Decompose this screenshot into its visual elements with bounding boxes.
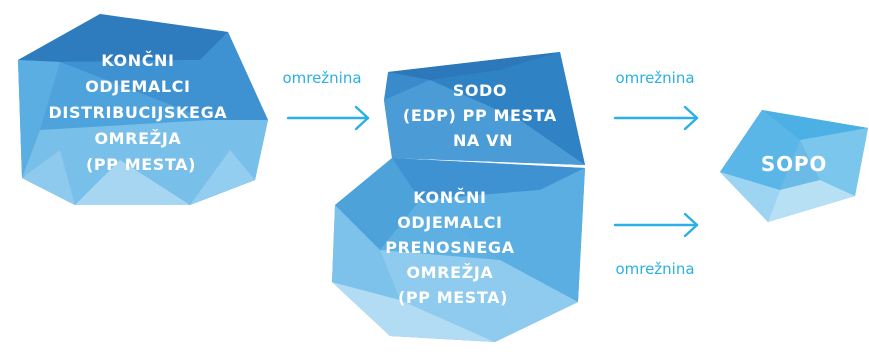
edge-label: omrežnina [615,260,694,278]
edge-trans-to-sopo: omrežnina [613,212,699,278]
label-line: KONČNI [413,188,486,207]
node-label-line: SODO (EDP) PP MESTA NA VN [403,81,563,150]
node-label-line: SOPO [761,152,827,176]
node-distribution-consumers: KONČNI ODJEMALCI DISTRIBUCIJSKEGA OMREŽJ… [18,14,268,205]
label-line: NA VN [453,131,513,150]
node-sopo: SOPO [720,110,868,222]
edge-label: omrežnina [282,69,361,87]
node-sodo: SODO (EDP) PP MESTA NA VN [384,52,585,165]
label-line: (PP MESTA) [398,288,508,307]
label-line: OMREŽJA [406,263,493,282]
label-line: PRENOSNEGA [385,238,514,257]
label-line: (EDP) PP MESTA [403,106,557,125]
node-label-line: KONČNI ODJEMALCI DISTRIBUCIJSKEGA OMREŽJ… [49,51,234,174]
arrow-head-icon [354,105,370,131]
label-line: SODO [453,81,507,100]
node-label-line: KONČNI ODJEMALCI PRENOSNEGA OMREŽJA (PP … [385,188,521,307]
edge-sodo-to-sopo: omrežnina [613,69,699,131]
label-line: KONČNI [101,51,174,70]
label-line: ODJEMALCI [85,77,190,96]
arrow-head-icon [683,105,699,131]
label-line: DISTRIBUCIJSKEGA [49,103,228,122]
edge-dist-to-sodo: omrežnina [282,69,370,131]
arrow-head-icon [683,212,699,238]
node-transmission-consumers: KONČNI ODJEMALCI PRENOSNEGA OMREŽJA (PP … [332,158,585,342]
label-line: ODJEMALCI [397,213,502,232]
label-line: OMREŽJA [94,129,181,148]
label-line: SOPO [761,152,827,176]
label-line: (PP MESTA) [86,155,196,174]
edge-label: omrežnina [615,69,694,87]
